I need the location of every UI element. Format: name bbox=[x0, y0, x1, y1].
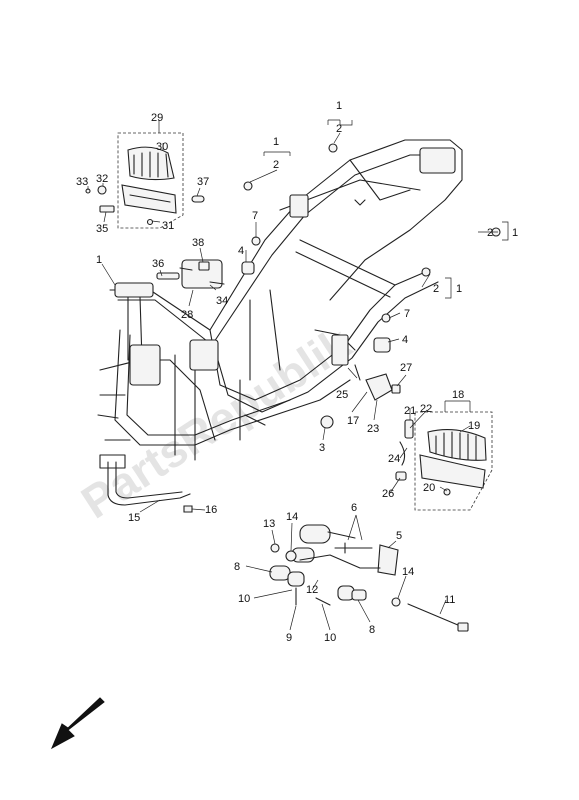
callout-1: 1 bbox=[456, 283, 462, 295]
callout-1: 1 bbox=[96, 254, 102, 266]
callout-2: 2 bbox=[336, 123, 342, 135]
callout-31: 31 bbox=[162, 220, 174, 232]
callout-37: 37 bbox=[197, 176, 209, 188]
callout-17: 17 bbox=[347, 415, 359, 427]
callout-23: 23 bbox=[367, 423, 379, 435]
front-direction-arrow bbox=[50, 697, 105, 750]
callout-13: 13 bbox=[263, 518, 275, 530]
callout-38: 38 bbox=[192, 237, 204, 249]
callout-4: 4 bbox=[402, 334, 408, 346]
callout-21: 21 bbox=[404, 405, 416, 417]
callout-16: 16 bbox=[205, 504, 217, 516]
side-stand bbox=[99, 454, 191, 506]
callout-1: 1 bbox=[512, 227, 518, 239]
left-footrest-assembly bbox=[85, 132, 225, 289]
callout-14: 14 bbox=[286, 511, 298, 523]
callout-15: 15 bbox=[128, 512, 140, 524]
callout-10: 10 bbox=[238, 593, 250, 605]
callout-1: 1 bbox=[336, 100, 342, 112]
callout-34: 34 bbox=[216, 295, 228, 307]
engine-mount-group bbox=[269, 524, 469, 632]
callout-12: 12 bbox=[306, 584, 318, 596]
callout-1: 1 bbox=[273, 136, 279, 148]
callout-33: 33 bbox=[76, 176, 88, 188]
callout-labels: 1 2 1 2 2 1 2 1 29 30 33 32 37 35 31 38 … bbox=[76, 100, 518, 644]
callout-4: 4 bbox=[238, 245, 244, 257]
callout-8: 8 bbox=[369, 624, 375, 636]
main-frame bbox=[97, 139, 463, 461]
callout-35: 35 bbox=[96, 223, 108, 235]
callout-20: 20 bbox=[423, 482, 435, 494]
callout-26: 26 bbox=[382, 488, 394, 500]
callout-9: 9 bbox=[286, 632, 292, 644]
callout-29: 29 bbox=[151, 112, 163, 124]
callout-10: 10 bbox=[324, 632, 336, 644]
callout-7: 7 bbox=[252, 210, 258, 222]
callout-18: 18 bbox=[452, 389, 464, 401]
callout-2: 2 bbox=[273, 159, 279, 171]
callout-2: 2 bbox=[487, 227, 493, 239]
callout-7: 7 bbox=[404, 308, 410, 320]
callout-3: 3 bbox=[319, 442, 325, 454]
callout-36: 36 bbox=[152, 258, 164, 270]
callout-30: 30 bbox=[156, 141, 168, 153]
callout-22: 22 bbox=[420, 403, 432, 415]
leader-lines bbox=[87, 119, 509, 631]
callout-8: 8 bbox=[234, 561, 240, 573]
callout-5: 5 bbox=[396, 530, 402, 542]
callout-14: 14 bbox=[402, 566, 414, 578]
callout-27: 27 bbox=[400, 362, 412, 374]
right-footrest-assembly bbox=[365, 337, 493, 511]
callout-11: 11 bbox=[444, 594, 455, 606]
callout-28: 28 bbox=[181, 309, 193, 321]
callout-6: 6 bbox=[351, 502, 357, 514]
callout-24: 24 bbox=[388, 453, 400, 465]
callout-19: 19 bbox=[468, 420, 480, 432]
callout-2: 2 bbox=[433, 283, 439, 295]
callout-32: 32 bbox=[96, 173, 108, 185]
callout-25: 25 bbox=[336, 389, 348, 401]
